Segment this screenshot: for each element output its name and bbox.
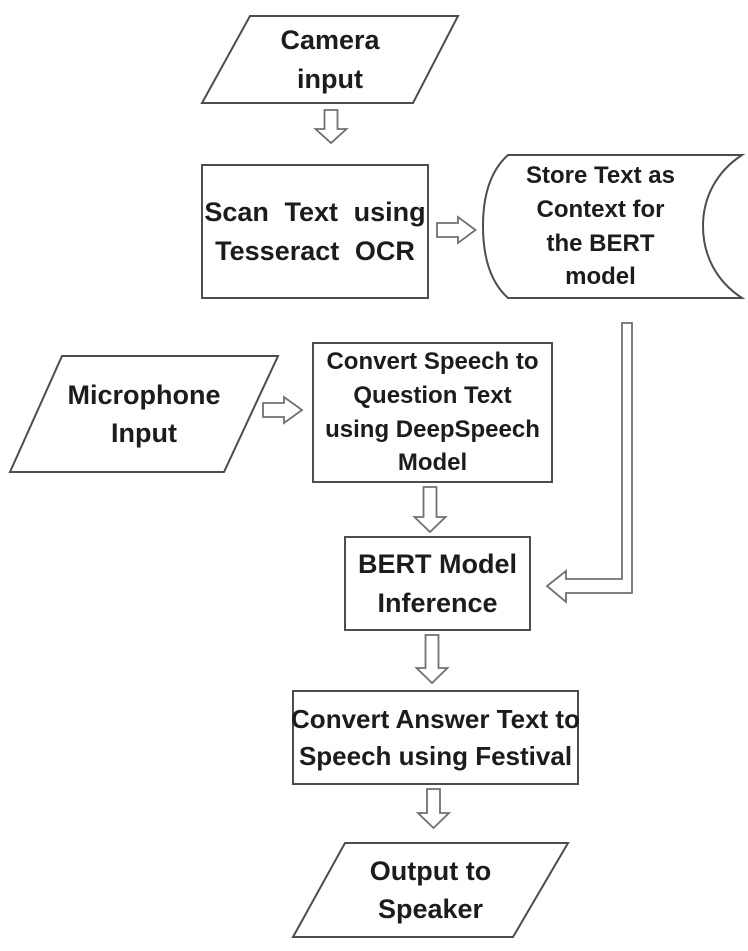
arrow-scan-to-store [436,215,478,245]
node-convert-answer [292,690,579,785]
arrow-bert-to-convert-answer [414,634,450,685]
arrow-convert-speech-to-bert [412,486,448,534]
node-store-text [481,154,746,299]
node-scan-text [201,164,429,299]
arrow-mic-to-convert-speech [262,395,304,425]
node-camera-input [200,15,460,104]
node-convert-speech [312,342,553,483]
node-bert-inference [344,536,531,631]
arrow-camera-to-scan [313,109,349,145]
arrow-convert-answer-to-output [415,788,452,830]
node-output-speaker [291,842,570,938]
arrow-store-to-bert [545,322,633,604]
node-microphone-input [8,355,280,473]
